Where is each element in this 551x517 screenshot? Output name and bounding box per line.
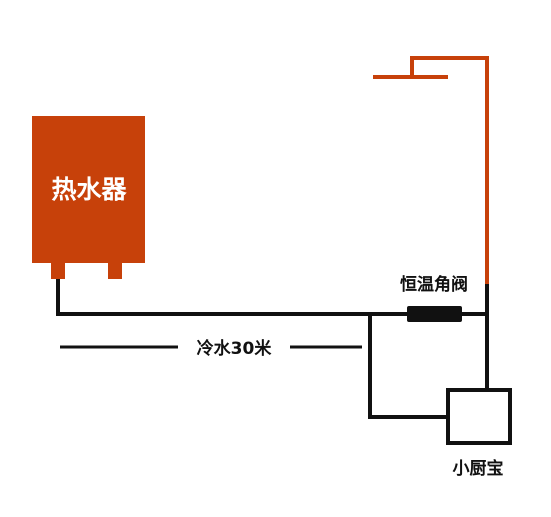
mini-kitchen-heater: 小厨宝 (446, 388, 512, 479)
cold-water-pipes (56, 279, 489, 419)
mini-kitchen-heater-box (446, 388, 512, 445)
hot-water-pipe (373, 56, 489, 286)
water-heater-label: 热水器 (51, 175, 127, 204)
hot-pipe-riser (412, 56, 489, 286)
water-heater-body (32, 116, 145, 263)
mini-kitchen-heater-label: 小厨宝 (453, 458, 504, 479)
main-pipe (56, 279, 487, 316)
bypass-to-mini-heater (368, 314, 448, 419)
thermostatic-valve: 恒温角阀 (400, 274, 468, 322)
water-heater-right-leg (108, 262, 122, 279)
water-heater-left-leg (51, 262, 65, 279)
water-heater: 热水器 (32, 116, 145, 279)
thermostatic-valve-label: 恒温角阀 (400, 274, 468, 295)
cold-water-label: 冷水30米 (197, 338, 273, 359)
thermostatic-valve-body (407, 306, 462, 322)
